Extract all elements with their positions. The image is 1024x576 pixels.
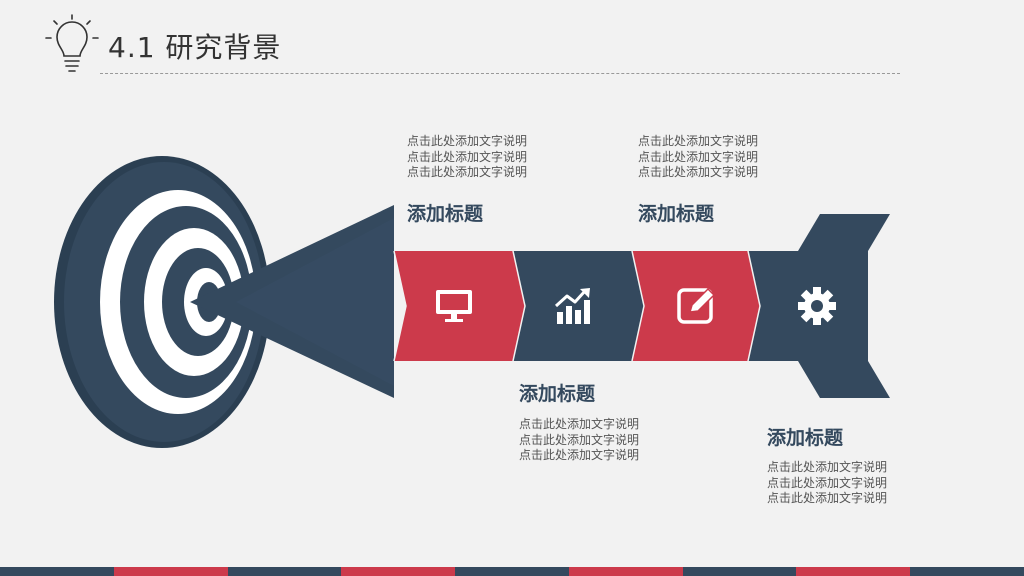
description-line: 点击此处添加文字说明: [767, 460, 888, 474]
lightbulb-icon: [45, 14, 99, 72]
step-4-description: 点击此处添加文字说明 点击此处添加文字说明 点击此处添加文字说明: [767, 460, 887, 507]
description-line: 点击此处添加文字说明: [407, 149, 528, 164]
segment-2: [513, 251, 644, 361]
step-3-heading: 添加标题: [638, 203, 715, 225]
step-3-description: 点击此处添加文字说明 点击此处添加文字说明 点击此处添加文字说明: [638, 134, 758, 181]
description-line: 点击此处添加文字说明: [519, 417, 640, 431]
step-1-description: 点击此处添加文字说明 点击此处添加文字说明 点击此处添加文字说明: [407, 134, 527, 181]
description-line: 点击此处添加文字说明: [638, 165, 759, 179]
chart-trend-icon: [554, 288, 590, 324]
description-line: 点击此处添加文字说明: [767, 491, 888, 505]
arrow-head: [190, 205, 394, 398]
arrow-fletching-bottom: [798, 361, 890, 398]
description-line: 点击此处添加文字说明: [407, 165, 528, 179]
description-line: 点击此处添加文字说明: [638, 149, 759, 164]
description-line: 点击此处添加文字说明: [407, 134, 528, 148]
monitor-icon: [436, 290, 472, 322]
description-line: 点击此处添加文字说明: [638, 134, 759, 148]
title-divider: [100, 73, 900, 74]
step-1-heading: 添加标题: [407, 203, 484, 225]
step-2-description: 点击此处添加文字说明 点击此处添加文字说明 点击此处添加文字说明: [519, 417, 639, 464]
target-icon: [54, 156, 270, 448]
page-title: 4.1 研究背景: [108, 31, 282, 64]
step-2-heading: 添加标题: [519, 383, 596, 405]
step-4-heading: 添加标题: [767, 427, 844, 449]
edit-icon: [677, 287, 716, 324]
footer-color-bar: [0, 567, 1024, 576]
gear-icon: [798, 287, 836, 325]
arrow-fletching-top: [798, 214, 890, 251]
description-line: 点击此处添加文字说明: [519, 448, 640, 462]
description-line: 点击此处添加文字说明: [519, 432, 640, 447]
description-line: 点击此处添加文字说明: [767, 475, 888, 490]
